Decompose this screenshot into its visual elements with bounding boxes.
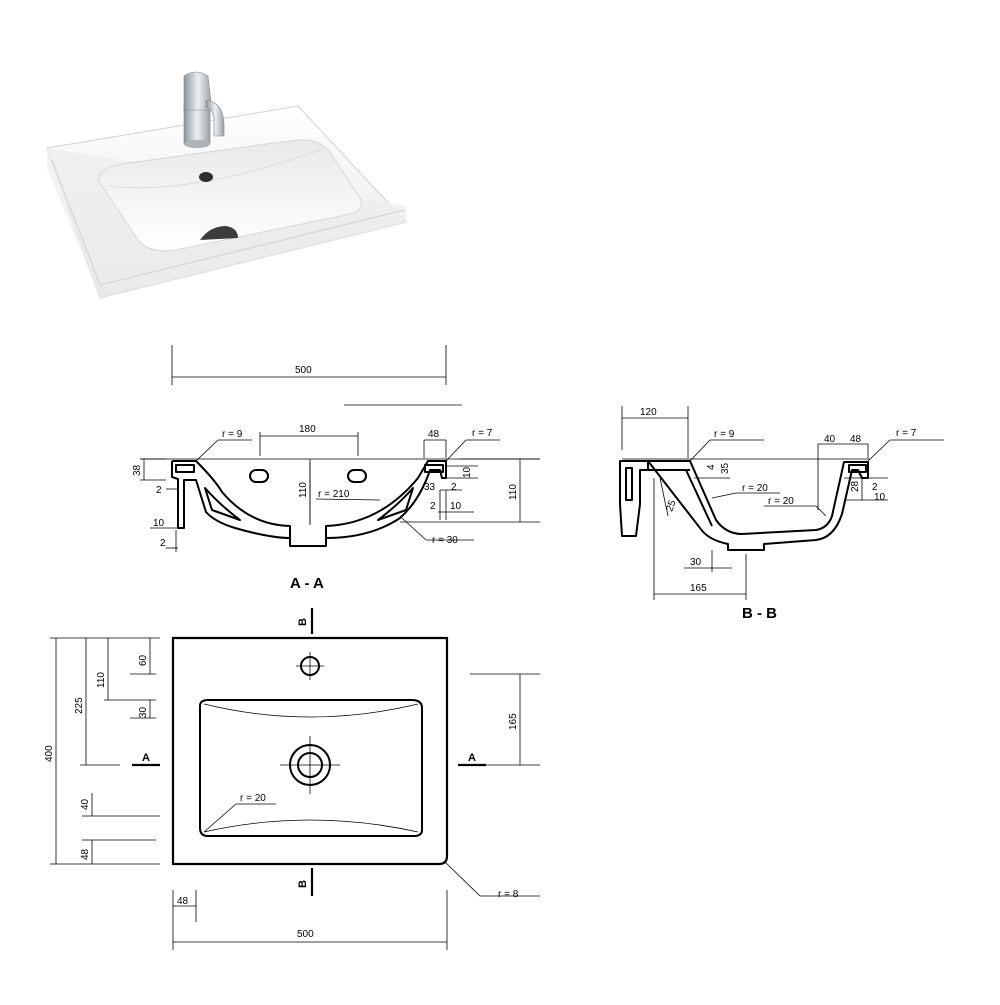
dim-tap-offset: 110 (96, 672, 107, 688)
dim-bowl-radius: r = 210 (318, 489, 350, 500)
dim-to-center: 225 (74, 697, 85, 714)
dim-bb-30: 30 (690, 557, 702, 568)
dim-depth-outer: 110 (508, 484, 519, 500)
tap-hole-icon (296, 652, 324, 680)
tap-hole-right-icon (347, 469, 367, 483)
dim-depth-inner: 110 (298, 482, 309, 498)
dim-plan-30: 30 (138, 706, 149, 718)
plan-view: A A B B 400 225 110 60 30 40 48 16 (44, 608, 540, 950)
dim-bb-r20b: r = 20 (768, 496, 794, 507)
dim-overall-width: 500 (295, 365, 312, 376)
dim-bb-48: 48 (850, 434, 862, 445)
marker-a-left: A (142, 752, 150, 764)
dim-hole-60: 60 (138, 654, 149, 666)
marker-a-right: A (468, 752, 476, 764)
dim-right-2: 2 (451, 482, 457, 493)
dim-edge-width: 48 (428, 429, 440, 440)
dim-bb-rim-radius: r = 9 (714, 429, 735, 440)
marker-b-bottom: B (297, 880, 309, 888)
dim-plan-width-total: 500 (297, 929, 314, 940)
dim-plan-40: 40 (80, 798, 91, 810)
dim-gap-10a: 10 (450, 501, 462, 512)
washbasin-photo (46, 71, 407, 299)
dim-plan-48: 48 (80, 848, 91, 860)
section-b-b-title: B - B (742, 605, 777, 622)
dim-bb-10: 10 (874, 492, 886, 503)
marker-b-top: B (297, 618, 309, 626)
dim-bb-4: 4 (706, 464, 717, 470)
dim-bb-r20a: r = 20 (742, 483, 768, 494)
dim-rim-height: 38 (132, 464, 143, 476)
dim-gap-2a: 2 (430, 501, 436, 512)
dim-bb-25: 25 (664, 498, 678, 513)
tap-hole-left-icon (249, 469, 269, 483)
dim-left-10: 10 (153, 518, 165, 529)
dim-plan-bottom-48: 48 (177, 896, 189, 907)
dim-plan-corner-radius: r = 8 (498, 889, 519, 900)
dim-right-10: 10 (462, 466, 473, 478)
dim-plan-165: 165 (508, 713, 519, 730)
dim-bottom-radius: r = 30 (432, 535, 458, 546)
dim-tap-spacing: 180 (299, 424, 316, 435)
dim-left-2a: 2 (156, 485, 162, 496)
dim-bb-right-radius: r = 7 (896, 428, 917, 439)
drain-icon (280, 736, 340, 794)
dim-left-2b: 2 (160, 538, 166, 549)
dim-rim-radius: r = 9 (222, 429, 243, 440)
dim-plan-bowl-radius: r = 20 (240, 793, 266, 804)
dim-bb-35: 35 (720, 462, 731, 474)
dim-bb-40: 40 (824, 434, 836, 445)
dim-back-width: 120 (640, 407, 657, 418)
section-a-a: 500 180 r = 9 48 (132, 345, 540, 592)
section-a-a-title: A - A (290, 575, 324, 592)
section-b-b: 120 r = 9 4 35 40 48 r = 7 r = 20 (619, 406, 944, 622)
dim-right-radius: r = 7 (472, 428, 493, 439)
dim-bb-2: 2 (872, 482, 878, 493)
dim-depth-total: 400 (44, 745, 55, 762)
dim-wall-33: 33 (424, 482, 436, 493)
dim-bb-28: 28 (850, 480, 861, 492)
dim-bb-165: 165 (690, 583, 707, 594)
